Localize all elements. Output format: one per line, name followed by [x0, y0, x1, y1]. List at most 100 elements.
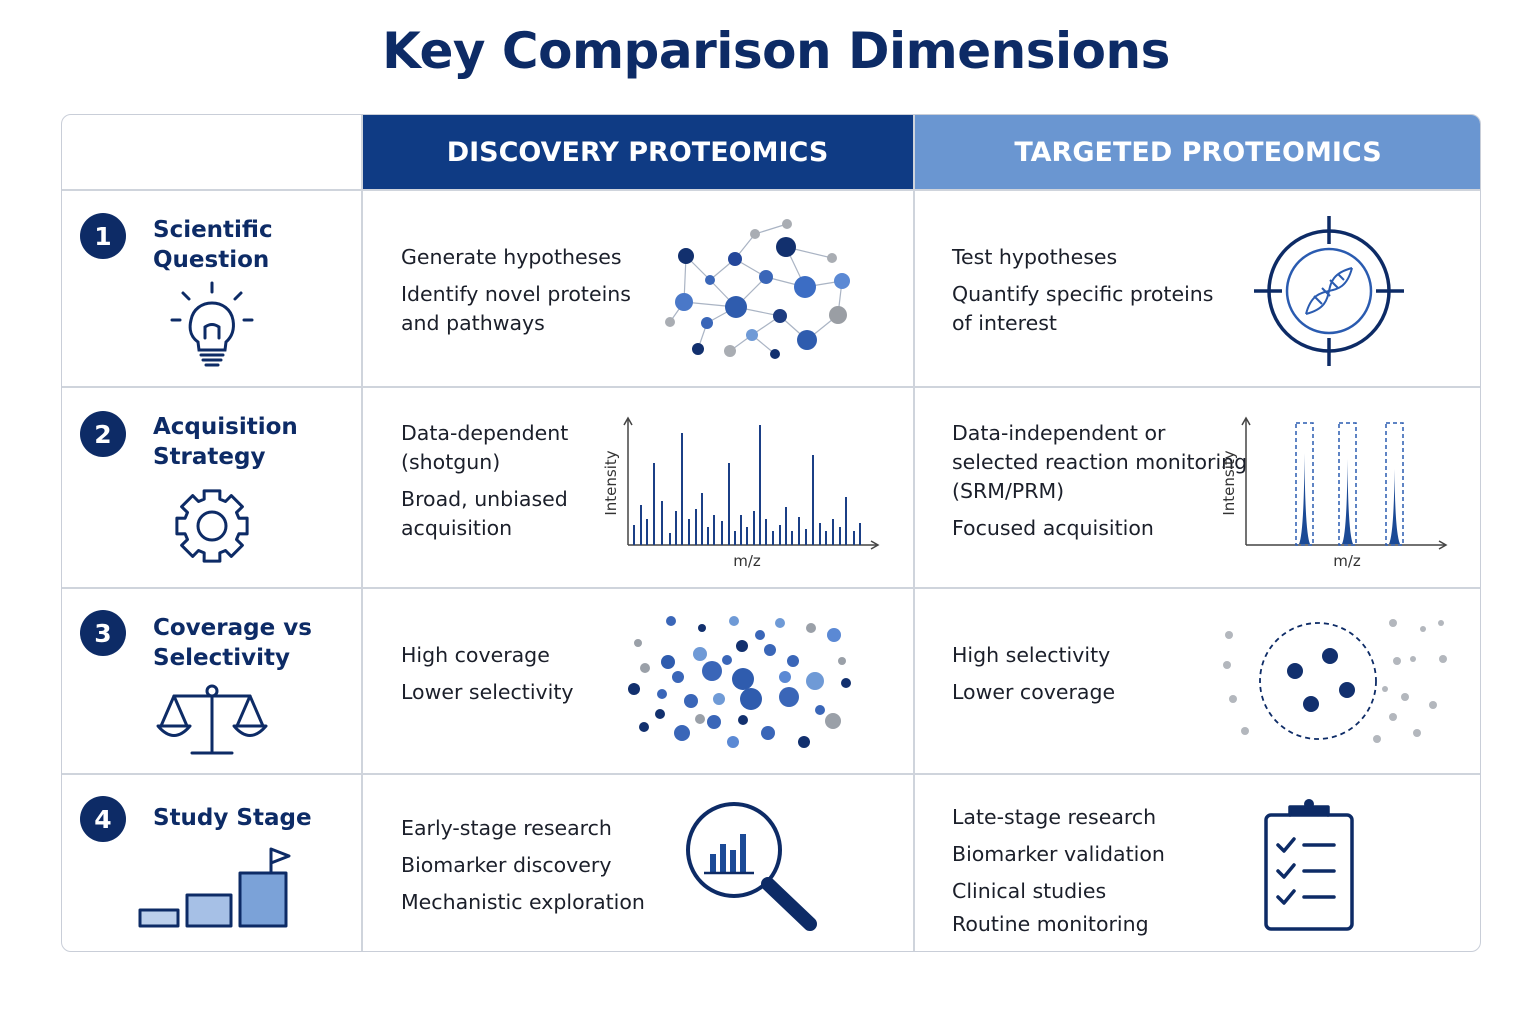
- protein-dot: [702, 661, 722, 681]
- selection-circle: [1259, 622, 1377, 740]
- protein-dot: [693, 647, 707, 661]
- protein-dot: [729, 616, 739, 626]
- protein-node: [782, 219, 792, 229]
- row-number-badge: 4: [80, 796, 126, 842]
- row-number-badge: 3: [80, 610, 126, 656]
- protein-node: [770, 349, 780, 359]
- protein-dot: [806, 672, 824, 690]
- protein-dot: [640, 663, 650, 673]
- protein-dot: [787, 655, 799, 667]
- protein-dot: [698, 624, 706, 632]
- protein-dot: [674, 725, 690, 741]
- discovery-coverage-text: High coverage Lower selectivity: [401, 643, 574, 704]
- dna-helix-icon: [1305, 267, 1353, 315]
- background-dot: [1382, 686, 1388, 692]
- protein-dot: [806, 623, 816, 633]
- selected-protein-dot: [1339, 682, 1355, 698]
- protein-dot: [672, 671, 684, 683]
- protein-dot: [798, 736, 810, 748]
- protein-node: [750, 229, 760, 239]
- row-label-study-stage: Study Stage: [153, 805, 312, 831]
- gear-icon: [175, 489, 249, 563]
- network-edge: [754, 223, 788, 235]
- comparison-table: DISCOVERY PROTEOMICS TARGETED PROTEOMICS…: [61, 114, 1481, 952]
- y-axis-label: Intensity: [602, 450, 620, 515]
- protein-dot: [779, 687, 799, 707]
- background-dot: [1389, 713, 1397, 721]
- y-axis-label: Intensity: [1220, 450, 1238, 515]
- protein-dot: [738, 715, 748, 725]
- targeted-column-header: TARGETED PROTEOMICS: [914, 115, 1480, 189]
- selection-window: [1338, 422, 1357, 546]
- background-dot: [1401, 693, 1409, 701]
- protein-node: [794, 276, 816, 298]
- protein-dot: [722, 655, 732, 665]
- protein-dot: [775, 618, 785, 628]
- background-dot: [1410, 656, 1416, 662]
- protein-node: [665, 317, 675, 327]
- protein-node: [797, 330, 817, 350]
- protein-dot: [841, 678, 851, 688]
- protein-dot: [655, 709, 665, 719]
- background-dot: [1420, 626, 1426, 632]
- target-crosshair-icon: [1254, 216, 1404, 366]
- selection-window: [1295, 422, 1314, 546]
- selected-dots-circle-icon: [1223, 619, 1447, 743]
- balance-scale-icon: [156, 684, 268, 755]
- selected-protein-dot: [1287, 663, 1303, 679]
- magnifier-chart-icon: [686, 802, 817, 931]
- protein-node: [701, 317, 713, 329]
- protein-dot: [657, 689, 667, 699]
- lightbulb-icon: [170, 281, 254, 367]
- protein-dot: [838, 657, 846, 665]
- discovery-study-stage-text: Early-stage research Biomarker discovery…: [401, 816, 645, 914]
- protein-node: [724, 345, 736, 357]
- dense-dot-cloud-icon: [628, 616, 851, 748]
- protein-network-icon: [665, 219, 850, 359]
- protein-dot: [764, 644, 776, 656]
- protein-dot: [666, 616, 676, 626]
- protein-node: [827, 253, 837, 263]
- background-dot: [1413, 729, 1421, 737]
- protein-dot: [755, 630, 765, 640]
- protein-node: [675, 293, 693, 311]
- protein-dot: [727, 736, 739, 748]
- selection-window: [1385, 422, 1404, 546]
- protein-dot: [815, 705, 825, 715]
- protein-dot: [707, 715, 721, 729]
- protein-node: [746, 329, 758, 341]
- protein-node: [759, 270, 773, 284]
- targeted-acquisition-text: Data-independent or selected reaction mo…: [952, 421, 1248, 540]
- background-dot: [1439, 655, 1447, 663]
- row-number-badge: 2: [80, 411, 126, 457]
- x-axis-label: m/z: [1333, 552, 1361, 570]
- column-divider: [913, 115, 915, 951]
- protein-node: [705, 275, 715, 285]
- targeted-peak: [1299, 453, 1310, 544]
- row-divider: [62, 189, 1480, 191]
- targeted-peak: [1389, 469, 1400, 544]
- protein-node: [692, 343, 704, 355]
- background-dot: [1229, 695, 1237, 703]
- protein-node: [725, 296, 747, 318]
- discovery-scientific-question-text: Generate hypotheses Identify novel prote…: [401, 245, 631, 335]
- background-dot: [1389, 619, 1397, 627]
- protein-node: [776, 237, 796, 257]
- protein-node: [728, 252, 742, 266]
- protein-dot: [713, 693, 725, 705]
- selected-protein-dot: [1322, 648, 1338, 664]
- protein-dot: [628, 683, 640, 695]
- protein-dot: [740, 688, 762, 710]
- protein-dot: [827, 628, 841, 642]
- protein-node: [834, 273, 850, 289]
- column-divider: [361, 115, 363, 951]
- protein-dot: [661, 655, 675, 669]
- protein-dot: [736, 640, 748, 652]
- protein-dot: [761, 726, 775, 740]
- targeted-peak: [1342, 459, 1353, 544]
- shotgun-spectrum-chart: Intensity m/z: [602, 416, 880, 570]
- protein-node: [773, 309, 787, 323]
